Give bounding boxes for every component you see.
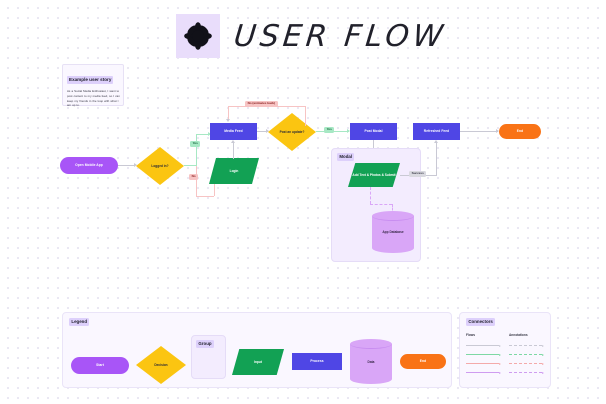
node-end[interactable]: End: [499, 124, 541, 139]
connectors-columns: Flows Annotations: [466, 333, 544, 377]
legend-item-decision[interactable]: Decision: [136, 346, 186, 384]
connector-sample[interactable]: [466, 368, 501, 377]
node-post-modal[interactable]: Post Modal: [350, 123, 397, 140]
edge-loggedin-yes: [184, 165, 196, 166]
user-story-title: Example user story: [67, 75, 114, 84]
cylinder-body: [350, 344, 392, 379]
node-open-mobile-app[interactable]: Open Mobile App: [60, 157, 118, 174]
connector-sample[interactable]: [466, 341, 501, 350]
legend-item-label: Input: [254, 359, 262, 364]
connector-sample[interactable]: [509, 368, 544, 377]
legend-group-label: Group: [196, 340, 214, 348]
node-label: Refreshed Feed: [423, 129, 450, 134]
edge-label-no-animates-back: No (animates back): [245, 101, 278, 107]
legend-item-end[interactable]: End: [400, 354, 446, 369]
connectors-title: Connectors: [466, 318, 496, 326]
legend-item-label: Decision: [154, 363, 168, 367]
legend-item-input[interactable]: Input: [232, 349, 284, 375]
edge-no-animates-v1: [305, 106, 306, 126]
legend-item-label: Start: [96, 363, 104, 368]
connectors-column-header: Annotations: [509, 333, 528, 337]
edge-arrow: [226, 119, 230, 122]
edge-addtext-to-db-v2: [392, 204, 393, 214]
node-label: Media Feed: [224, 129, 243, 134]
edge-arrow: [134, 163, 137, 167]
edge-addtext-to-db-h: [370, 204, 392, 205]
connectors-column-annotations: Annotations: [509, 333, 544, 377]
legend-item-group[interactable]: Group: [191, 335, 226, 379]
node-label: Logged in?: [151, 164, 169, 168]
legend-title: Legend: [69, 318, 90, 326]
edge-loggedin-no-up: [214, 182, 215, 196]
legend-item-label: Process: [310, 359, 324, 364]
edge-no-animates-v2: [228, 106, 229, 120]
node-media-feed[interactable]: Media Feed: [210, 123, 257, 140]
cylinder-body: [372, 216, 414, 248]
connector-sample[interactable]: [509, 350, 544, 359]
parallelogram-shape: [232, 349, 284, 375]
user-story-body: As a Social Media Enthusiast, I want to …: [67, 89, 120, 108]
edge-loggedin-no-v: [196, 166, 197, 196]
edge-arrow: [347, 129, 350, 133]
legend-item-start[interactable]: Start: [71, 357, 129, 374]
node-label: App Database: [382, 230, 404, 234]
edge-refreshed-to-end: [460, 131, 498, 132]
edge-arrow: [231, 140, 235, 143]
connectors-panel[interactable]: Connectors Flows Annotations: [459, 312, 551, 388]
cylinder-bottom: [372, 243, 414, 253]
edge-arrow: [434, 140, 438, 143]
node-logged-in-decision[interactable]: Logged in?: [136, 147, 184, 185]
connector-sample[interactable]: [509, 359, 544, 368]
flower-asterisk-icon: [176, 14, 220, 58]
node-post-update-decision[interactable]: Post an update?: [268, 113, 316, 151]
node-app-database[interactable]: App Database: [372, 211, 414, 253]
connector-sample[interactable]: [509, 341, 544, 350]
parallelogram-shape: [209, 158, 259, 184]
legend-item-label: End: [419, 359, 427, 364]
node-label: Open Mobile App: [75, 163, 103, 168]
node-refreshed-feed[interactable]: Refreshed Feed: [413, 123, 460, 140]
node-label: Login: [229, 168, 239, 173]
node-label: End: [516, 129, 524, 134]
cylinder-top: [350, 339, 392, 349]
edge-loggedin-no-h: [196, 196, 214, 197]
edge-addtext-to-db-v1: [370, 187, 371, 204]
legend-panel[interactable]: Legend Start Decision Group Input Proces…: [62, 312, 452, 388]
edge-login-to-feed: [233, 143, 234, 159]
edge-loggedin-yes-h2: [196, 134, 210, 135]
node-add-text-photos[interactable]: Add Text & Photos & Submit: [348, 163, 400, 187]
parallelogram-shape: [348, 163, 400, 187]
edge-arrow: [266, 129, 269, 133]
edge-success-up: [436, 143, 437, 176]
node-login[interactable]: Login: [209, 158, 259, 184]
edge-label-yes-post: Yes: [324, 127, 335, 133]
edge-label-no-login: No: [189, 174, 199, 180]
cylinder-top: [372, 211, 414, 221]
edge-feed-to-postupdate: [257, 131, 268, 132]
edge-label-success: Success: [409, 171, 427, 177]
edge-arrow: [496, 129, 499, 133]
legend-item-process[interactable]: Process: [292, 353, 342, 370]
connectors-column-header: Flows: [466, 333, 476, 337]
node-label: Post an update?: [279, 130, 305, 134]
connector-sample[interactable]: [466, 350, 501, 359]
edge-label-yes-login: Yes: [190, 141, 201, 147]
legend-item-data[interactable]: Data: [350, 339, 392, 384]
user-story-note[interactable]: Example user story As a Social Media Ent…: [62, 64, 124, 108]
edge-open-to-loggedin: [118, 165, 135, 166]
connectors-column-flows: Flows: [466, 333, 501, 377]
node-label: Add Text & Photos & Submit: [352, 172, 396, 177]
board-title: USER FLOW: [176, 14, 449, 58]
edge-loggedin-yes-v: [196, 134, 197, 166]
page-title: USER FLOW: [232, 18, 449, 54]
connector-sample[interactable]: [466, 359, 501, 368]
group-modal-label: Modal: [337, 153, 355, 161]
cylinder-bottom: [350, 374, 392, 384]
legend-item-label: Data: [367, 359, 375, 364]
edge-arrow: [208, 132, 211, 136]
node-label: Post Modal: [364, 129, 383, 134]
